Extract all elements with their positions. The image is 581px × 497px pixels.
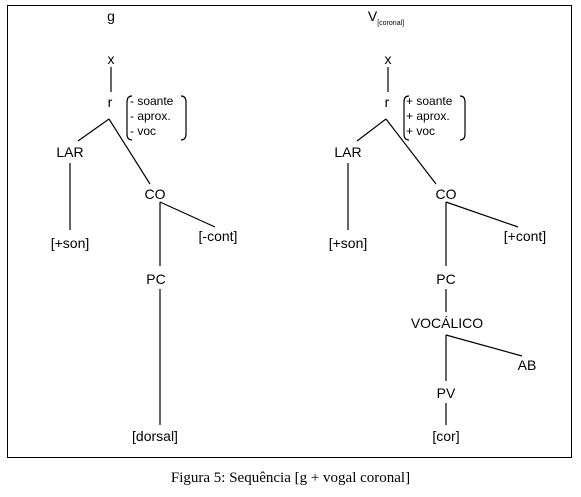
left-node-pc: PC	[146, 271, 165, 287]
right-feature-cor: [cor]	[432, 428, 459, 444]
edge-right-vocalico-ab	[445, 334, 523, 357]
left-bracket-open	[126, 95, 133, 141]
right-node-vocalico: VOCÁLICO	[411, 315, 483, 331]
right-head-v: V[coronal]	[368, 8, 404, 27]
left-node-r: r	[108, 94, 113, 110]
left-feature-son: [+son]	[51, 235, 90, 251]
left-head-g: g	[107, 8, 115, 24]
left-node-x: x	[108, 51, 115, 67]
edge-left-r-lar	[77, 118, 110, 142]
edge-right-co-cont	[445, 201, 519, 228]
right-head-v-letter: V	[368, 8, 378, 24]
edge-left-r-co	[108, 118, 151, 185]
right-feature-cont: [+cont]	[504, 228, 546, 244]
right-head-v-subscript: [coronal]	[377, 20, 404, 27]
right-bracket-open	[403, 95, 410, 141]
left-feature-cont: [-cont]	[199, 228, 238, 244]
right-feature-soante: + soante	[406, 94, 453, 108]
right-node-pc: PC	[436, 271, 455, 287]
right-feature-son: [+son]	[329, 235, 368, 251]
edge-left-co-cont	[159, 201, 216, 228]
tree-edges	[69, 67, 523, 425]
figure-caption: Figura 5: Sequência [g + vogal coronal]	[170, 470, 411, 486]
edge-right-r-lar	[356, 118, 387, 142]
left-node-lar: LAR	[56, 144, 83, 160]
right-node-pv: PV	[437, 385, 456, 401]
left-node-co: CO	[145, 186, 166, 202]
left-feature-soante: - soante	[130, 94, 174, 108]
right-bracket-close	[459, 95, 466, 141]
left-bracket-close	[180, 95, 187, 141]
right-node-co: CO	[436, 186, 457, 202]
left-feature-aprox: - aprox.	[130, 109, 171, 123]
right-node-r: r	[385, 94, 390, 110]
right-feature-voc: + voc	[406, 124, 435, 138]
edge-right-r-co	[385, 118, 437, 185]
left-feature-voc: - voc	[130, 124, 156, 138]
figure-frame	[7, 5, 572, 458]
right-feature-aprox: + aprox.	[406, 109, 450, 123]
right-node-x: x	[385, 51, 392, 67]
right-node-ab: AB	[518, 357, 537, 373]
right-node-lar: LAR	[334, 144, 361, 160]
left-feature-dorsal: [dorsal]	[132, 428, 178, 444]
